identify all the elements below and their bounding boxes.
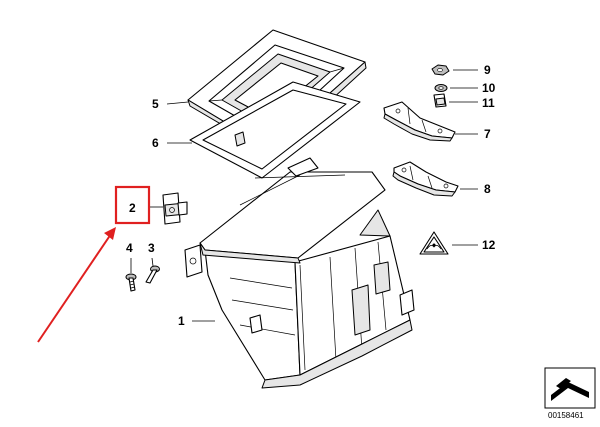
callout-9-label: 9 — [484, 63, 491, 77]
callout-10-label: 10 — [482, 81, 496, 95]
part-2-bracket[interactable] — [162, 192, 188, 225]
part-12-warning-label[interactable] — [419, 231, 449, 255]
callout-8-label: 8 — [484, 182, 491, 196]
highlight-box — [114, 185, 151, 225]
part-4-screw[interactable] — [125, 273, 137, 292]
callout-labels: 5 6 1 2 4 3 9 10 11 7 8 12 — [126, 63, 496, 328]
leader-lines — [130, 69, 478, 322]
reference-icon — [551, 382, 589, 401]
highlight-annotation — [37, 185, 151, 343]
diagram-reference: 00158461 — [544, 367, 596, 420]
part-10-washer[interactable] — [434, 84, 448, 92]
callout-7-label: 7 — [484, 127, 491, 141]
callout-6-label: 6 — [152, 136, 159, 150]
callout-5-label: 5 — [152, 97, 159, 111]
highlight-arrow-head — [104, 227, 116, 240]
part-9-nut[interactable] — [431, 64, 450, 76]
part-6-gasket[interactable] — [189, 81, 361, 179]
callout-11-label: 11 — [482, 96, 495, 110]
callout-2-label: 2 — [129, 201, 136, 215]
callout-3-label: 3 — [148, 241, 155, 255]
part-7-mounting-plate[interactable] — [383, 101, 456, 142]
part-1-console-housing[interactable] — [184, 157, 415, 389]
diagram-reference-number: 00158461 — [548, 411, 584, 420]
part-8-mounting-plate[interactable] — [392, 161, 459, 197]
callout-1-label: 1 — [178, 314, 185, 328]
callout-12-label: 12 — [482, 238, 496, 252]
part-11-clip[interactable] — [433, 93, 447, 108]
part-3-bolt[interactable] — [145, 265, 160, 284]
callout-4-label: 4 — [126, 241, 133, 255]
highlight-arrow-line — [37, 233, 112, 343]
